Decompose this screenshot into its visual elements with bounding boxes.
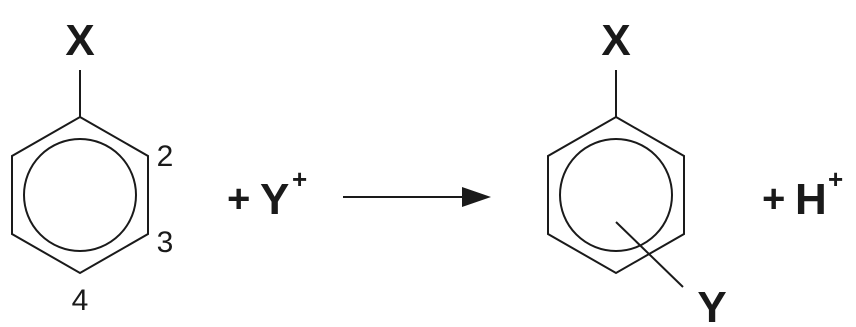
product-molecule: X Y: [547, 16, 727, 327]
reactant-substituent-label: X: [65, 16, 94, 65]
byproduct-symbol: H: [795, 175, 827, 224]
reagent: + Y +: [227, 164, 307, 224]
reaction-arrow: [343, 187, 491, 207]
reagent-charge: +: [292, 164, 307, 194]
reagent-symbol: Y: [260, 175, 289, 224]
product-new-group-label: Y: [697, 283, 726, 327]
reactant-aromatic-circle: [23, 138, 137, 252]
position-label-3: 3: [157, 226, 174, 259]
product-substituent-label: X: [601, 16, 630, 65]
product-ring: [547, 115, 685, 275]
reagent-plus: +: [227, 177, 250, 221]
byproduct: + H +: [762, 164, 843, 224]
byproduct-charge: +: [828, 164, 843, 194]
product-aromatic-circle: [559, 138, 673, 252]
byproduct-plus: +: [762, 177, 785, 221]
product-new-group-bond: [615, 221, 684, 288]
position-label-4: 4: [72, 284, 89, 317]
position-label-2: 2: [157, 140, 174, 173]
reactant-ring: [11, 115, 149, 275]
reaction-arrow-head: [462, 187, 491, 207]
reactant-molecule: X 2 3 4: [11, 16, 174, 317]
